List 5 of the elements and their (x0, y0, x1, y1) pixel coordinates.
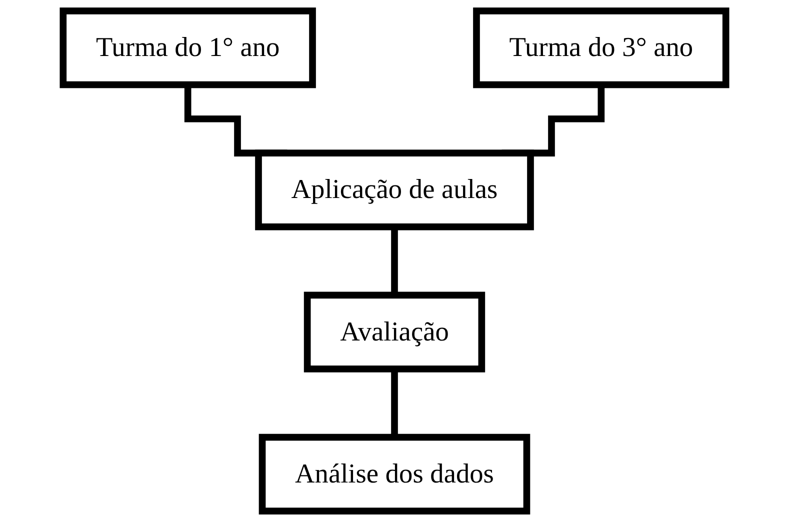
node-box: Avaliação (304, 292, 486, 372)
node-box: Aplicação de aulas (255, 150, 534, 230)
node-box: Turma do 3° ano (473, 8, 730, 88)
node-box: Análise dos dados (258, 434, 530, 514)
node-box: Turma do 1° ano (60, 8, 316, 88)
